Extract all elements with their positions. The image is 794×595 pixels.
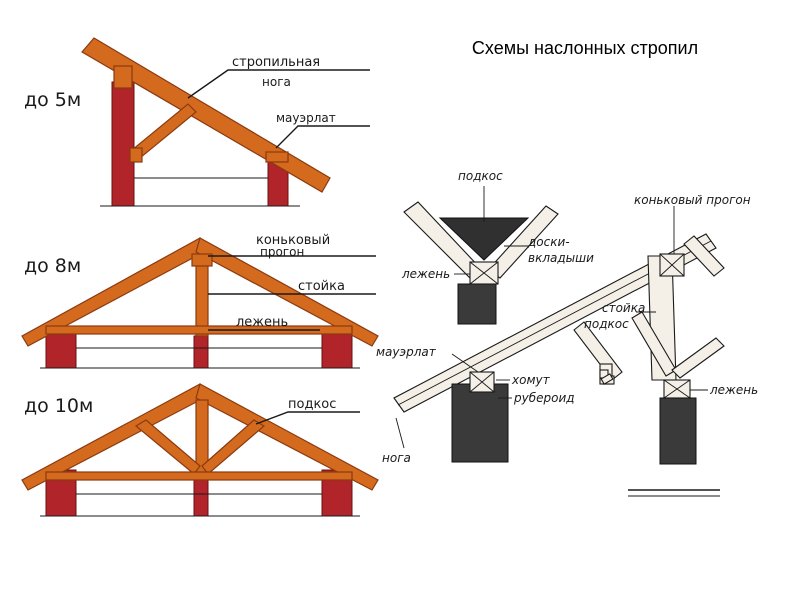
label-filler-boards-1: доски-: [527, 235, 570, 249]
label-strut: подкос: [288, 397, 336, 412]
detail-strut-node: подкос доски- вкладыши лежень: [401, 169, 594, 325]
wall-pillar: [451, 383, 509, 463]
center-pier: [193, 335, 209, 369]
label-span-8m: до 8м: [24, 255, 81, 277]
label-span-10m: до 10м: [24, 395, 93, 417]
post: [195, 255, 209, 337]
label-roofing-felt: рубероид: [513, 391, 575, 405]
diagram-span-8m: коньковый прогон стойка лежень до 8м: [21, 233, 379, 369]
label-leg: нога: [382, 451, 411, 465]
page-title: Схемы наслонных стропил: [471, 38, 699, 58]
label-post: стойка: [602, 301, 645, 315]
label-ridge-purlin-1: коньковый: [256, 233, 330, 248]
label-post: стойка: [298, 279, 345, 294]
diagram-span-5m: стропильная нога мауэрлат до 5м: [24, 37, 370, 207]
label-ridge-purlin: коньковый прогон: [634, 193, 751, 207]
pillar-right: [659, 397, 697, 465]
wall-left: [111, 81, 135, 207]
strut-right: [201, 419, 266, 475]
label-ridge-purlin-2: прогон: [260, 245, 304, 259]
label-sill-left: лежень: [401, 267, 450, 281]
rafter-right: [195, 383, 379, 491]
label-rafter-leg-1: стропильная: [232, 55, 320, 70]
label-span-5m: до 5м: [24, 89, 81, 111]
label-mauerlat: мауэрлат: [376, 345, 437, 359]
label-sill: лежень: [236, 315, 288, 330]
diagram-span-10m: подкос до 10м: [21, 383, 379, 517]
strut-left: [134, 419, 201, 475]
center-pier: [193, 475, 209, 517]
label-strut-top: подкос: [458, 169, 503, 183]
label-filler-boards-2: вкладыши: [528, 251, 594, 265]
sill: [45, 325, 353, 335]
pillar: [457, 283, 497, 325]
label-sill-right: лежень: [709, 383, 758, 397]
label-clamp: хомут: [511, 373, 551, 387]
label-rafter-leg-2: нога: [262, 75, 291, 89]
mauerlat: [265, 151, 289, 163]
rafter-right: [195, 237, 379, 347]
sill: [45, 471, 353, 481]
label-mauerlat: мауэрлат: [276, 111, 336, 125]
detail-main-section: коньковый прогон стойка подкос мауэрлат …: [376, 193, 758, 497]
label-strut: подкос: [584, 317, 629, 331]
ridge-purlin: [191, 253, 213, 267]
rafter-support: [113, 65, 133, 89]
